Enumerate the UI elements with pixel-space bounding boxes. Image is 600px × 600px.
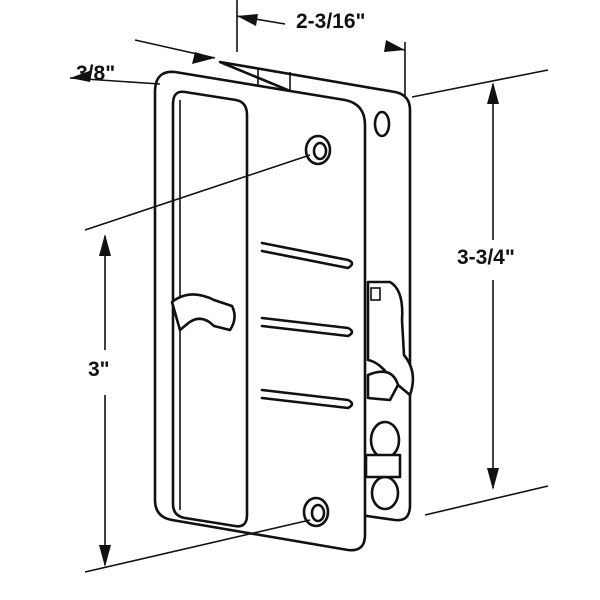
dim-height-lines (411, 69, 549, 516)
dimension-height-label: 3-3/4" (457, 246, 515, 269)
dimension-width-label: 2-3/16" (296, 10, 366, 33)
latch-hook (366, 280, 415, 397)
dimension-thickness-label: 3/8" (76, 62, 116, 85)
screw-hole-bottom (302, 496, 330, 528)
screw-hole-top (304, 134, 332, 166)
latch-lever (170, 293, 236, 332)
dim-thickness-lines (69, 39, 216, 85)
dimension-hole-spacing-label: 3" (88, 358, 110, 381)
dim-hole-spacing-lines (84, 154, 311, 573)
dim-width-lines (236, 0, 406, 96)
